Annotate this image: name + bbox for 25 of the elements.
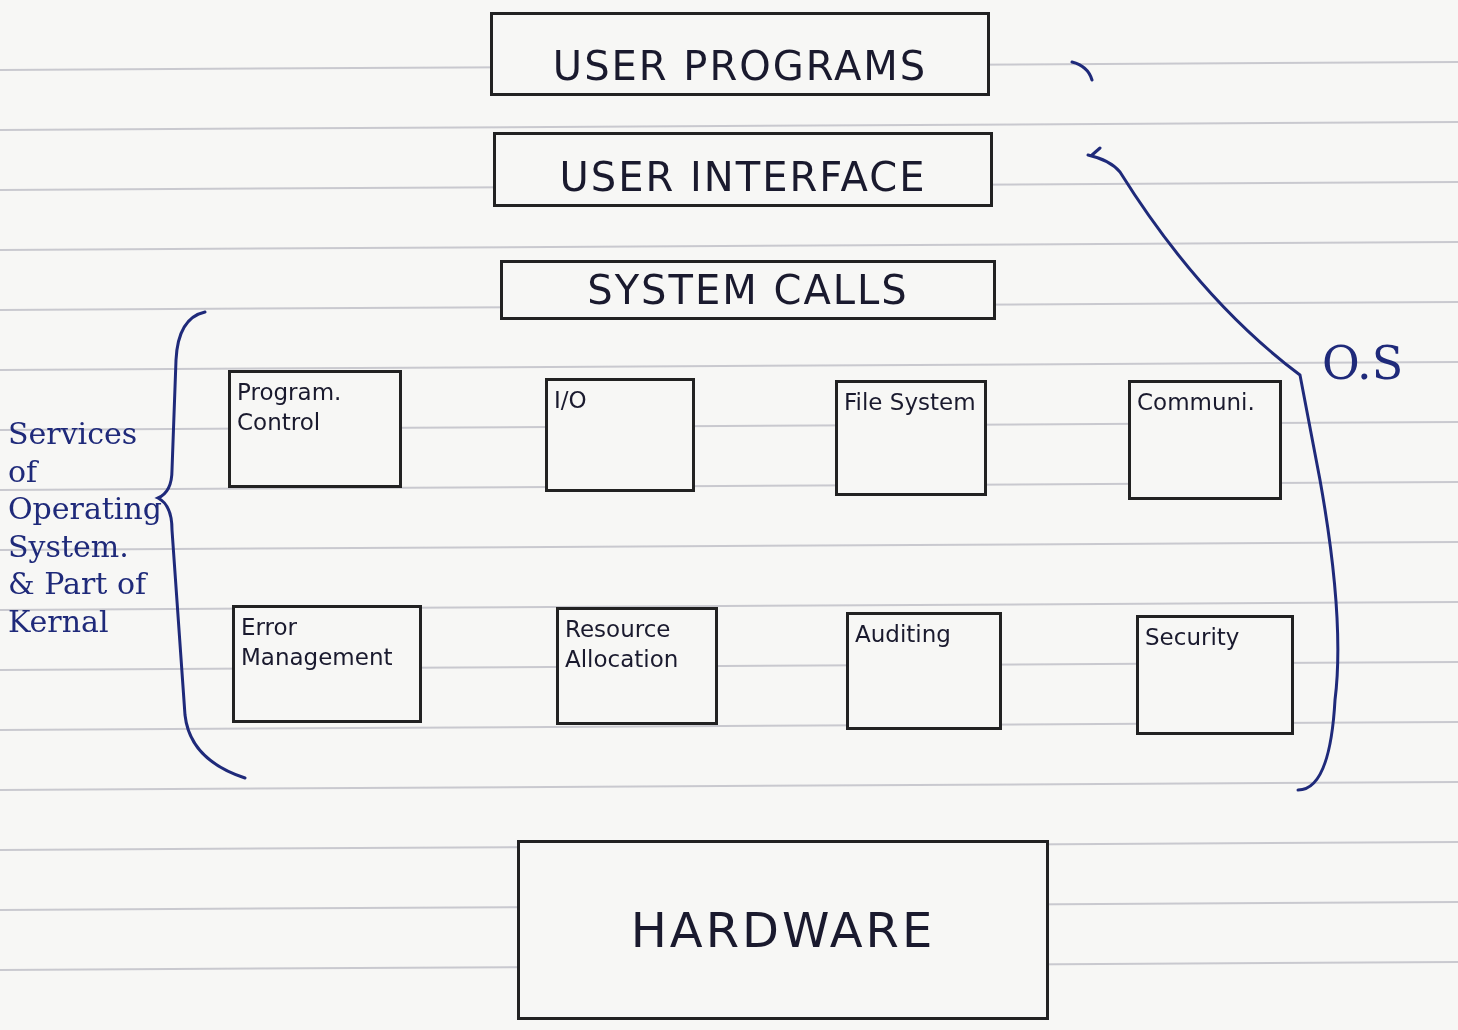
- box-label: USER PROGRAMS: [552, 43, 928, 89]
- box-label: Program. Control: [237, 378, 343, 437]
- box-label: SYSTEM CALLS: [587, 267, 909, 313]
- service-box: [1136, 615, 1294, 735]
- box-label: HARDWARE: [630, 902, 936, 958]
- service-box: [232, 605, 422, 723]
- layer-box: [500, 260, 996, 320]
- service-box: [1128, 380, 1282, 500]
- box-label: USER INTERFACE: [559, 154, 927, 200]
- box-label: Auditing: [855, 620, 952, 649]
- box-label: I/O: [554, 386, 588, 415]
- service-box: [556, 607, 718, 725]
- hardware-box: [517, 840, 1049, 1020]
- layer-box: [493, 132, 993, 207]
- os-label: O.S: [1322, 335, 1404, 392]
- box-label: Communi.: [1137, 388, 1256, 417]
- box-label: File System: [844, 388, 977, 417]
- service-box: [545, 378, 695, 492]
- box-label: Error Management: [241, 613, 394, 672]
- box-label: Resource Allocation: [565, 615, 680, 674]
- service-box: [846, 612, 1002, 730]
- layer-box: [490, 12, 990, 96]
- box-label: Security: [1145, 623, 1241, 652]
- service-box: [835, 380, 987, 496]
- service-box: [228, 370, 402, 488]
